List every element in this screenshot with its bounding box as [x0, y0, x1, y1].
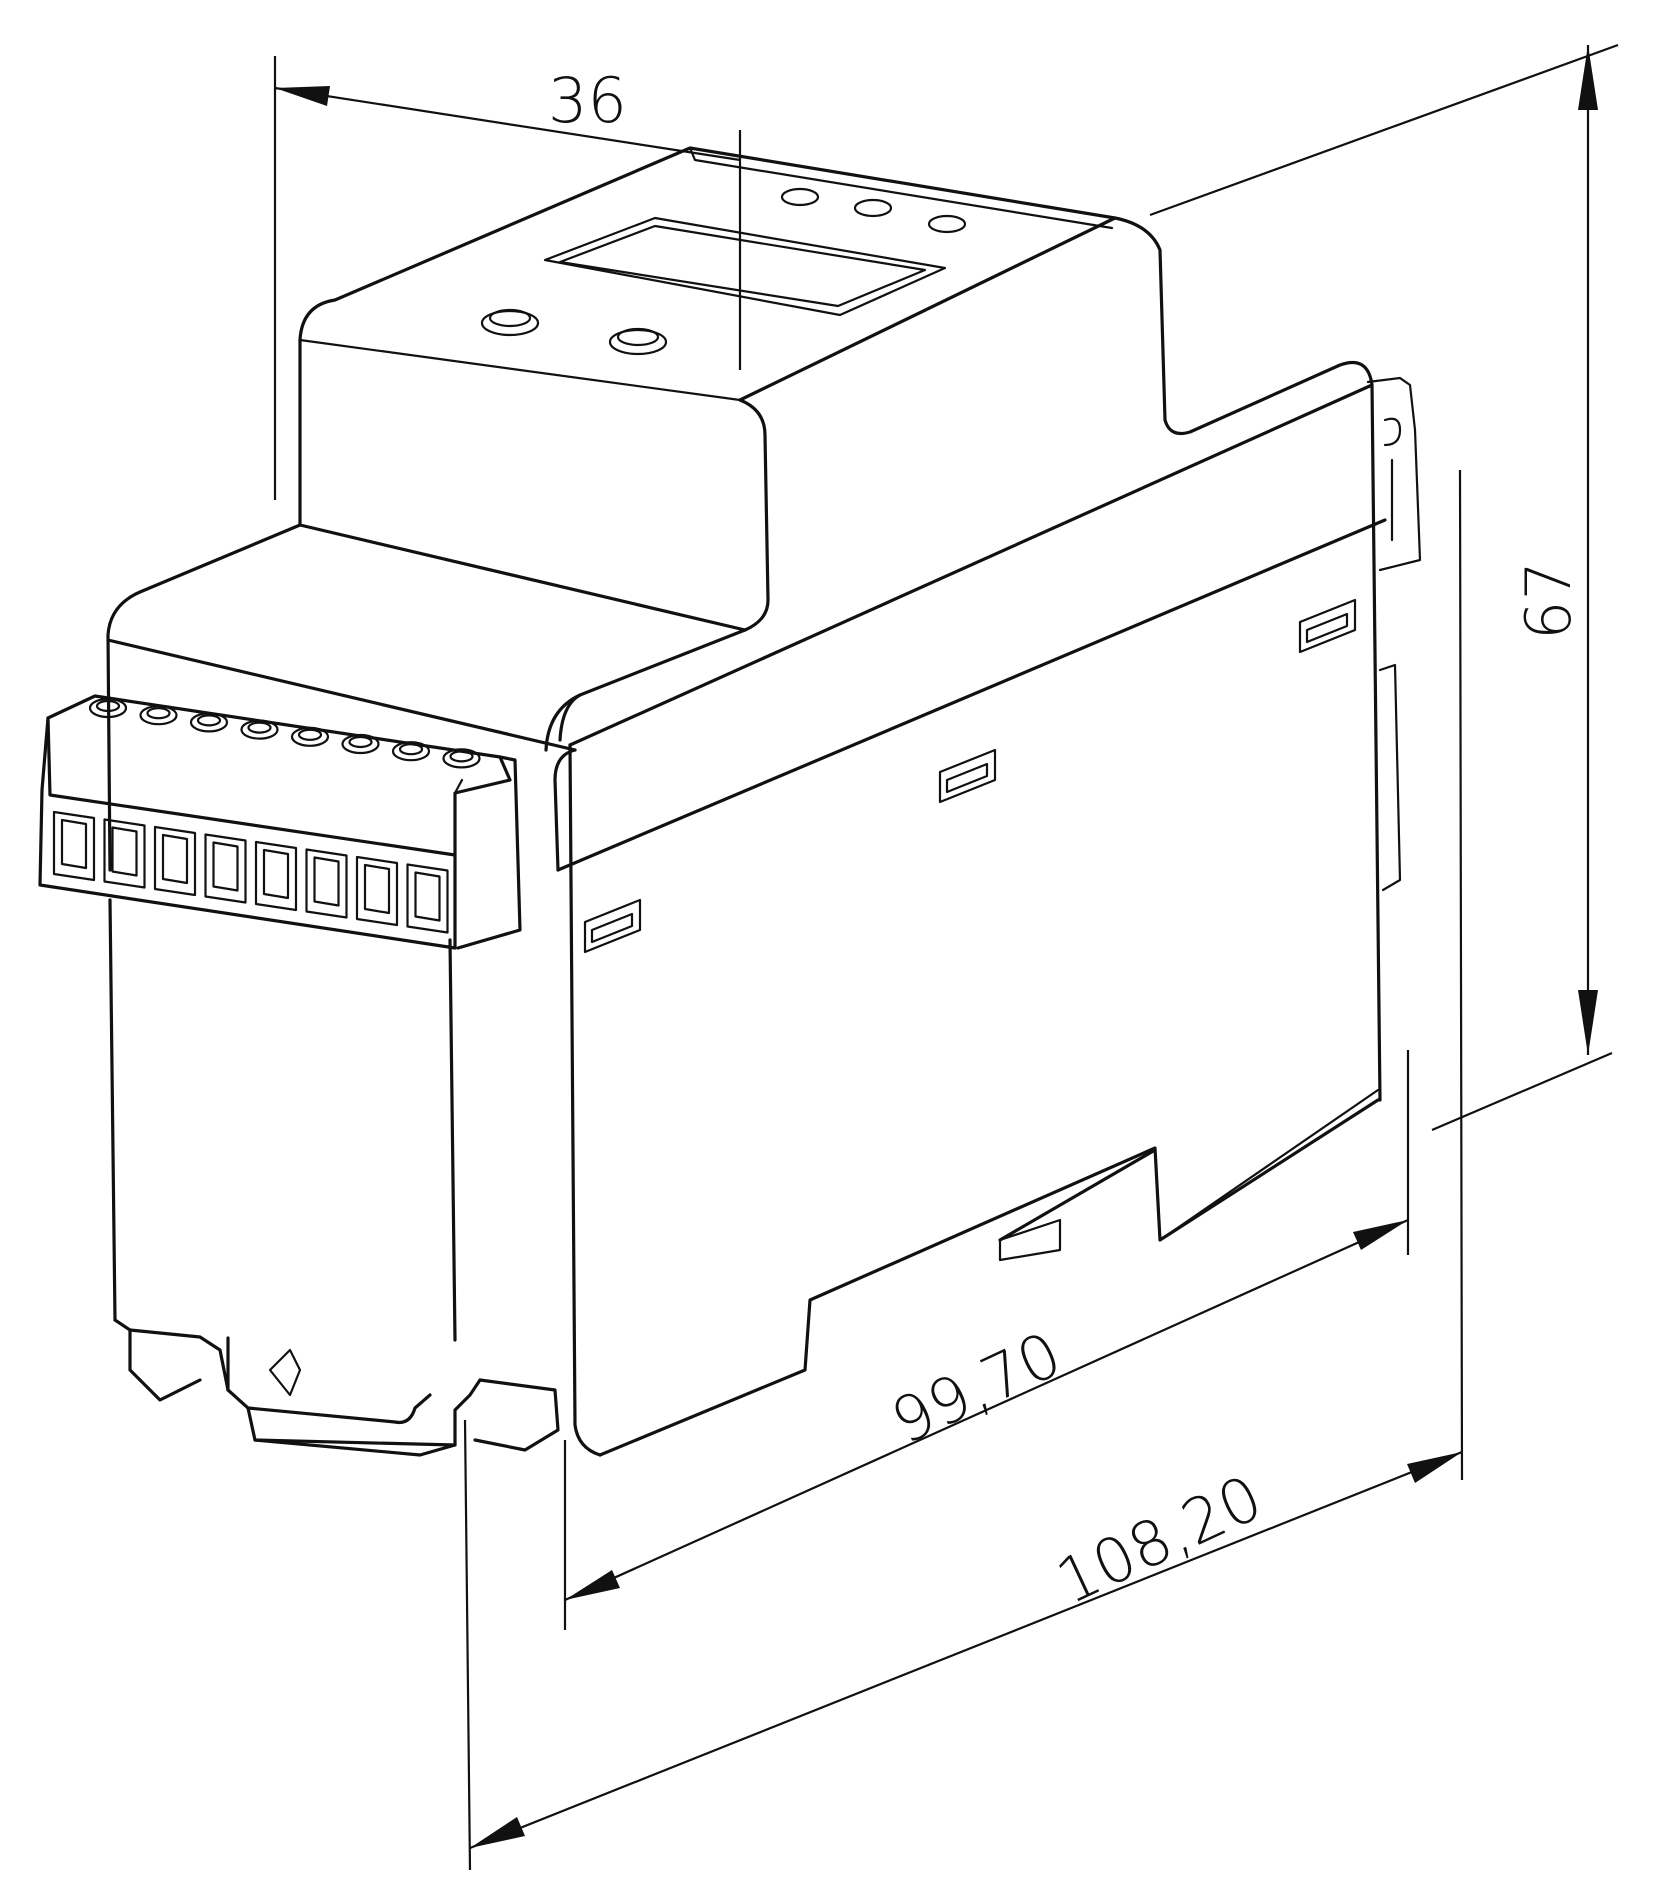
display-window [543, 216, 947, 317]
dimension-depth-overall-label: 108,20 [1045, 1461, 1272, 1619]
terminal-screw [240, 719, 279, 740]
terminal-wire-slot [254, 840, 298, 912]
terminal-slots [52, 810, 449, 934]
dimension-depth-inner [563, 1050, 1410, 1630]
rear-clip [1366, 376, 1422, 892]
front-lower-face [108, 898, 117, 1322]
terminal-wire-slot [305, 848, 348, 919]
terminal-screw-head [449, 750, 474, 763]
terminal-screw-head [297, 728, 323, 741]
indicator-leds [780, 187, 967, 234]
terminal-screw-head [348, 735, 373, 749]
vent-slots [583, 598, 1357, 954]
terminal-screw [341, 733, 380, 755]
middle-step-outline [106, 523, 302, 872]
terminal-screw [290, 726, 330, 747]
dimension-depth-overall [463, 469, 1464, 1871]
module-housing [106, 146, 1422, 1457]
terminal-block [38, 694, 522, 950]
terminal-wire-slot [355, 855, 399, 927]
terminal-screw [139, 705, 178, 726]
terminal-screws [88, 697, 481, 769]
top-cover-outline [298, 146, 1382, 1102]
dimension-height-label: 67 [1512, 561, 1585, 640]
terminal-screw [189, 712, 229, 733]
terminal-wire-slot [406, 863, 449, 934]
terminal-screw-head [146, 707, 171, 720]
terminal-wire-slot [153, 825, 197, 897]
din-rail-clip [113, 1148, 1157, 1457]
terminal-wire-slot [204, 833, 247, 904]
terminal-wire-slot [103, 818, 146, 889]
terminal-wire-slot [52, 810, 96, 882]
terminal-screw [88, 697, 128, 719]
dimension-width [273, 56, 742, 500]
side-face-outline [568, 383, 1374, 747]
terminal-screw-head [95, 699, 121, 713]
terminal-screw [442, 748, 481, 769]
adjust-buttons [480, 308, 668, 356]
terminal-screw-head [196, 714, 222, 727]
terminal-screw-head [398, 743, 424, 756]
terminal-screw [391, 741, 431, 762]
dimension-depth-inner-label: 99,70 [880, 1317, 1072, 1458]
dimension-width-label: 36 [548, 64, 627, 137]
terminal-screw-head [247, 721, 272, 734]
